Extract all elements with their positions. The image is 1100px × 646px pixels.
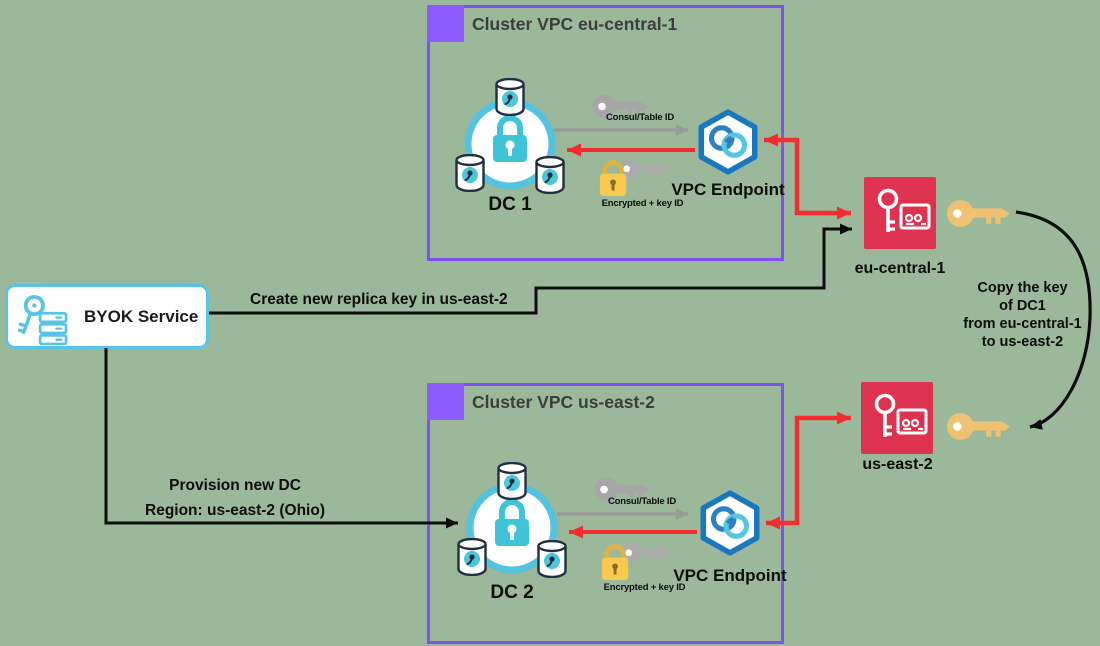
kms-key-eu-central-1-icon bbox=[864, 177, 936, 249]
create-replica-annotation: Create new replica key in us-east-2 bbox=[250, 291, 508, 308]
vpc-endpoint-label: VPC Endpoint bbox=[671, 180, 785, 199]
kms-us-east-2-label: us-east-2 bbox=[862, 456, 933, 473]
provision-line-1: Provision new DC bbox=[169, 477, 301, 494]
dc1-label: DC 1 bbox=[488, 194, 532, 215]
cluster-bottom-title: Cluster VPC us-east-2 bbox=[472, 392, 655, 412]
byok-service-label: BYOK Service bbox=[84, 306, 199, 326]
byok-key-servers-icon bbox=[18, 293, 68, 345]
yellow-key-icon bbox=[946, 410, 1014, 443]
dc1-cluster-icon bbox=[455, 78, 565, 204]
copy-line-1: Copy the key bbox=[977, 280, 1068, 296]
copy-key-annotation: Copy the key of DC1 from eu-central-1 to… bbox=[950, 279, 1095, 351]
provision-line-2: Region: us-east-2 (Ohio) bbox=[145, 502, 325, 519]
provision-annotation: Provision new DC Region: us-east-2 (Ohio… bbox=[95, 473, 375, 523]
gray-key-label-bottom: Consul/Table ID bbox=[607, 496, 677, 507]
encrypted-key-label-bottom: Encrypted + key ID bbox=[603, 582, 686, 593]
vpc-endpoint-label: VPC Endpoint bbox=[673, 566, 787, 585]
cluster-top-title: Cluster VPC eu-central-1 bbox=[472, 14, 678, 34]
yellow-key-icon bbox=[946, 197, 1014, 230]
copy-line-4: to us-east-2 bbox=[981, 334, 1064, 350]
kms-key-us-east-2-icon bbox=[861, 382, 933, 454]
encrypted-key-label-top: Encrypted + key ID bbox=[601, 198, 684, 209]
kms-eu-central-1-label: eu-central-1 bbox=[854, 260, 946, 277]
copy-line-2: of DC1 bbox=[999, 298, 1046, 314]
dc2-label: DC 2 bbox=[490, 582, 534, 603]
vpc-group-tab-icon bbox=[427, 383, 464, 420]
vpc-group-tab-icon bbox=[427, 5, 464, 42]
gray-key-label-top: Consul/Table ID bbox=[605, 112, 675, 123]
copy-line-3: from eu-central-1 bbox=[963, 316, 1082, 332]
dc2-cluster-icon bbox=[457, 462, 567, 588]
